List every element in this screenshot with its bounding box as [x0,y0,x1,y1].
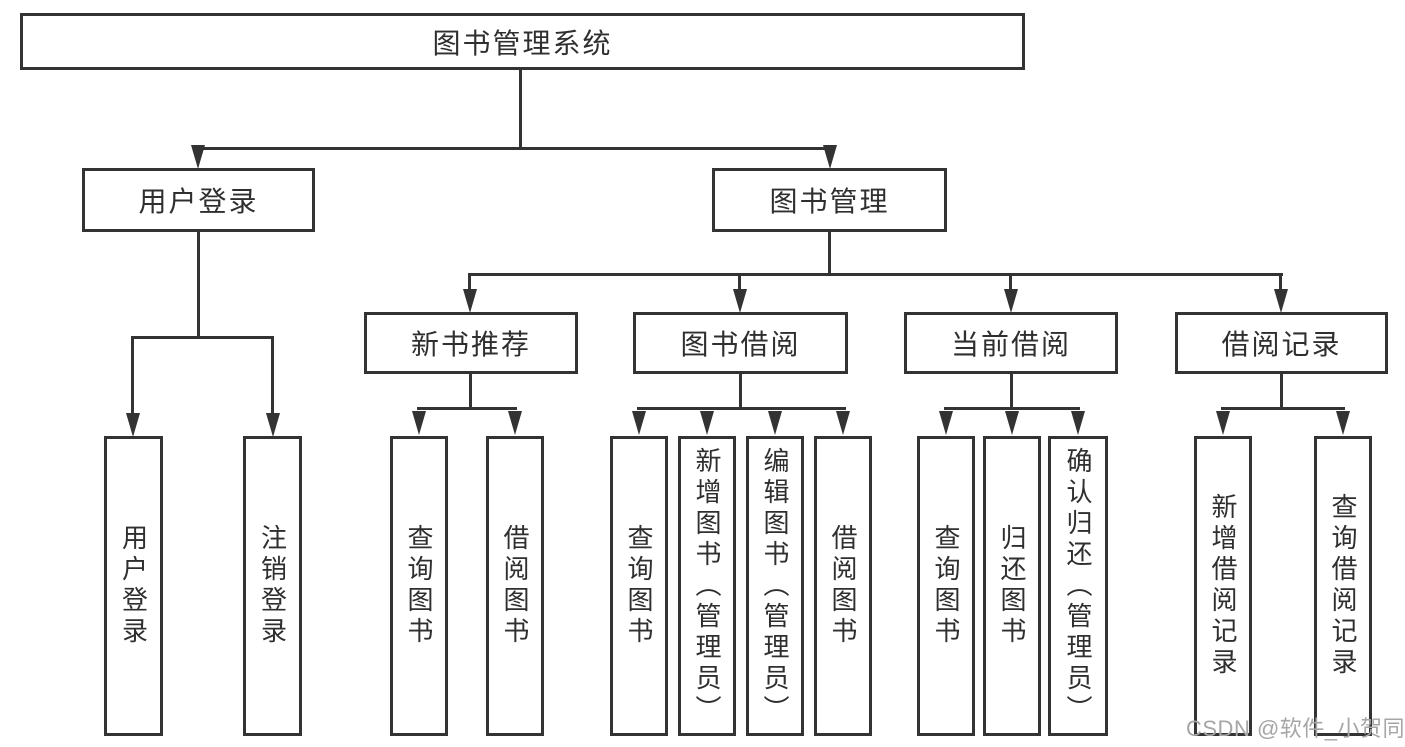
connector-stem-new-books [468,273,471,291]
node-label: 图书管理系统 [432,27,613,59]
arrowhead-to-book-borrow [733,289,747,313]
leaf-label: 查询借阅记录 [1328,493,1358,679]
connector-current-borrow-horizontal [944,407,1080,410]
leaf-borrow-books: 借阅图书 [486,436,544,736]
node-label: 借阅记录 [1221,329,1342,360]
arrowhead-leaf [632,411,646,435]
arrowhead-leaf [700,411,714,435]
leaf-label: 新增借阅记录 [1208,493,1238,679]
csdn-watermark: CSDN @软件_小贺同学 [1186,716,1405,741]
connector-book-mgmt-horizontal [468,273,1283,276]
leaf-label: 编辑图书（管理员） [760,446,790,726]
node-user-login: 用户登录 [82,168,315,232]
leaf-label: 确认归还（管理员） [1063,446,1093,726]
leaf-label: 查询图书 [931,524,961,648]
connector-book-borrow-vertical [739,374,742,410]
arrowhead-to-login-leaf [126,413,140,437]
node-label: 图书借阅 [680,329,801,360]
arrowhead-to-logout-leaf [266,413,280,437]
leaf-query-books: 查询图书 [917,436,975,736]
node-label: 用户登录 [138,186,259,217]
arrowhead-to-user-login [191,145,205,169]
connector-book-mgmt-vertical [828,232,831,276]
leaf-confirm-return-admin: 确认归还（管理员） [1048,436,1108,736]
connector-stem-borrow-records [1279,273,1282,291]
arrowhead-leaf [1216,411,1230,435]
arrowhead-leaf [508,411,522,435]
arrowhead-leaf [1005,411,1019,435]
connector-stem-login-leaf [131,336,134,414]
leaf-label: 查询图书 [624,524,654,648]
leaf-user-login: 用户登录 [104,436,163,736]
leaf-query-books: 查询图书 [390,436,448,736]
leaf-label: 借阅图书 [828,524,858,648]
connector-stem-logout-leaf [271,336,274,414]
node-new-book-recommend: 新书推荐 [364,312,578,374]
arrowhead-to-current-borrow [1004,289,1018,313]
leaf-logout: 注销登录 [243,436,302,736]
arrowhead-leaf [1071,411,1085,435]
connector-root-horizontal [197,147,834,150]
node-book-management: 图书管理 [712,168,947,232]
leaf-return-books: 归还图书 [983,436,1041,736]
leaf-label: 新增图书（管理员） [692,446,722,726]
leaf-label: 归还图书 [997,524,1027,648]
connector-new-books-vertical [469,374,472,410]
node-borrow-records: 借阅记录 [1175,312,1388,374]
leaf-edit-books-admin: 编辑图书（管理员） [746,436,804,736]
arrowhead-to-borrow-records [1274,289,1288,313]
connector-user-login-horizontal [131,336,274,339]
node-label: 当前借阅 [950,329,1071,360]
connector-current-borrow-vertical [1010,374,1013,410]
connector-stem-current-borrow [1009,273,1012,291]
connector-book-borrow-horizontal [637,407,846,410]
node-label: 图书管理 [769,186,890,217]
connector-new-books-horizontal [417,407,517,410]
leaf-label: 查询图书 [404,524,434,648]
leaf-query-books: 查询图书 [610,436,668,736]
connector-root-vertical [519,70,522,150]
arrowhead-leaf [412,411,426,435]
leaf-add-borrow-record: 新增借阅记录 [1194,436,1252,736]
node-library-management-system: 图书管理系统 [20,13,1025,70]
leaf-query-borrow-record: 查询借阅记录 [1314,436,1372,736]
leaf-label: 借阅图书 [500,524,530,648]
arrowhead-leaf [1336,411,1350,435]
arrowhead-leaf [939,411,953,435]
node-current-borrow: 当前借阅 [904,312,1118,374]
connector-stem-book-borrow [738,273,741,291]
arrowhead-leaf [768,411,782,435]
arrowhead-leaf [836,411,850,435]
connector-borrow-records-horizontal [1221,407,1345,410]
node-book-borrow: 图书借阅 [633,312,848,374]
arrowhead-to-new-books [463,289,477,313]
leaf-borrow-books: 借阅图书 [814,436,872,736]
leaf-add-books-admin: 新增图书（管理员） [678,436,736,736]
connector-user-login-vertical [197,232,200,339]
leaf-label: 用户登录 [118,524,149,648]
node-label: 新书推荐 [410,329,531,360]
connector-borrow-records-vertical [1280,374,1283,410]
leaf-label: 注销登录 [257,524,288,648]
arrowhead-to-book-management [823,145,837,169]
